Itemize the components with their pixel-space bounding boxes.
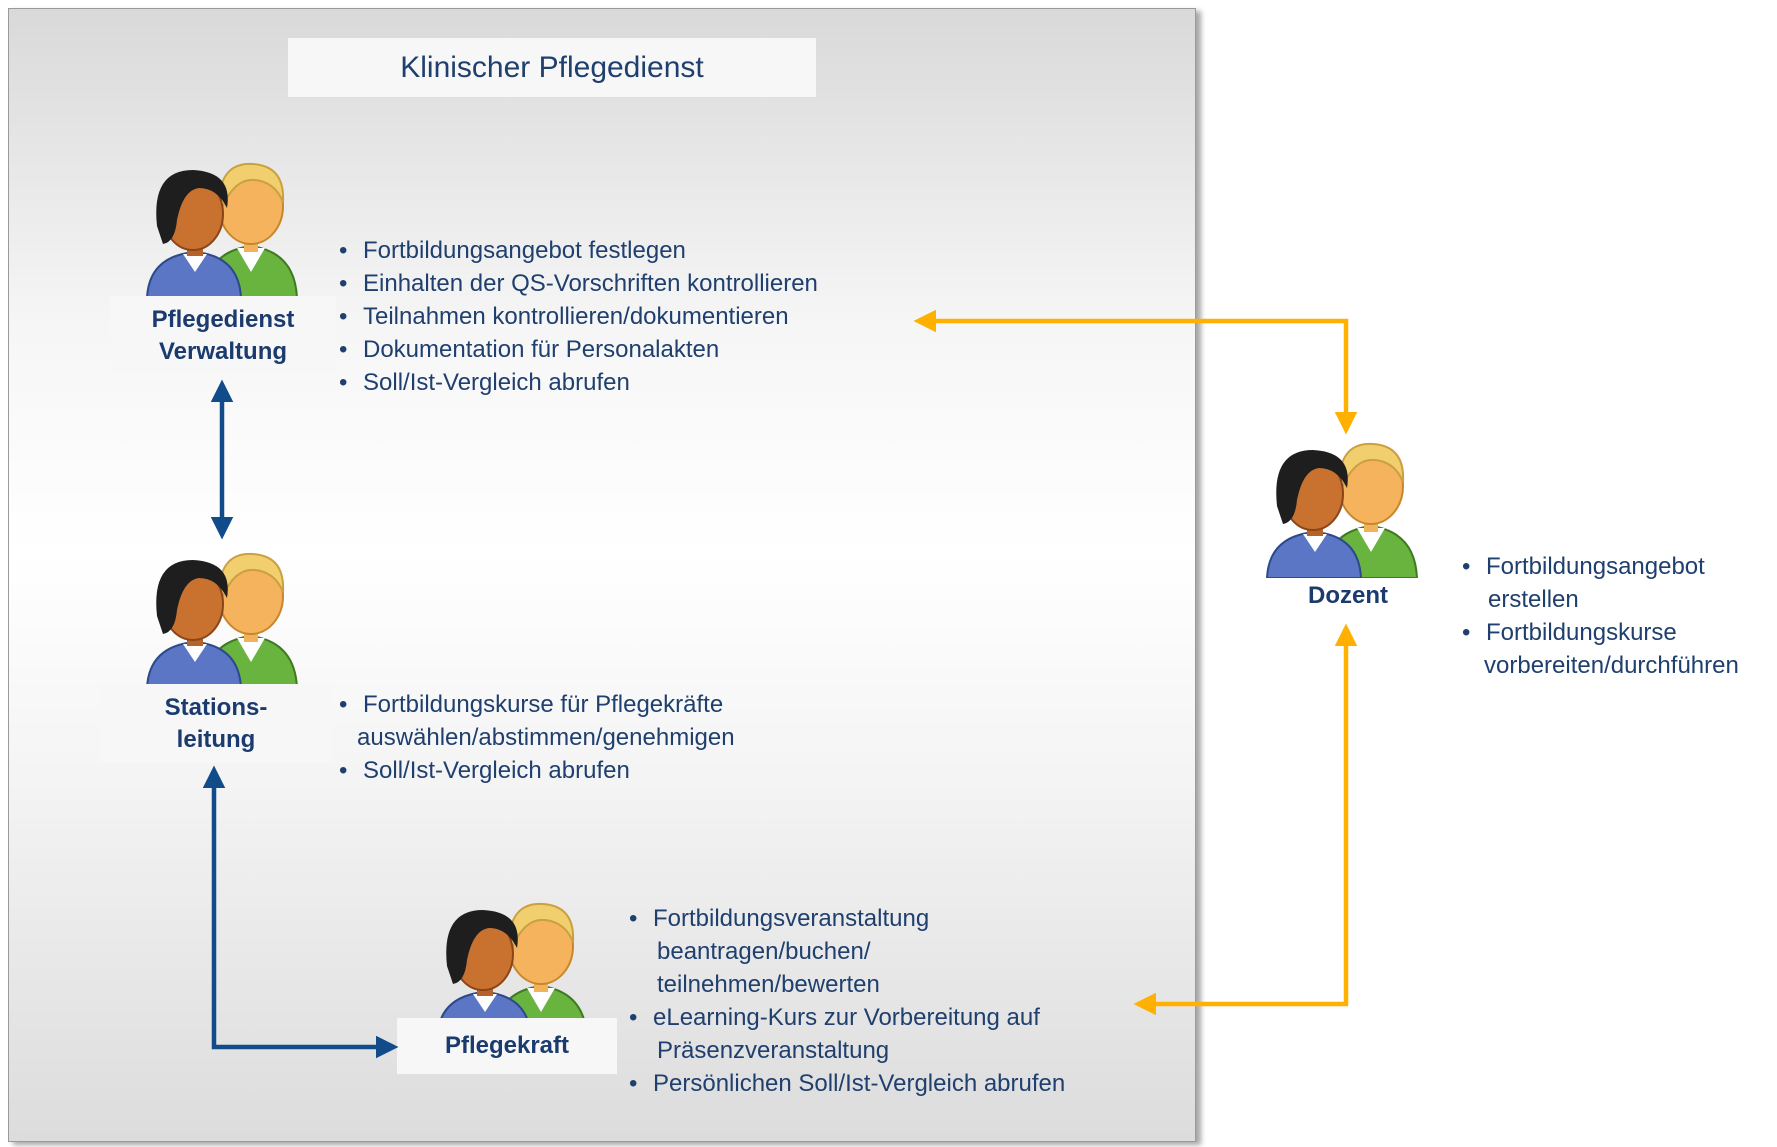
role-label-nurse: Pflegekraft [397,1018,617,1074]
task-list-nurse: Fortbildungsveranstaltung beantragen/buc… [629,902,1065,1100]
task-item: Fortbildungskurse für Pflegekräfte auswä… [339,688,735,754]
task-list-admin: Fortbildungsangebot festlegen Einhalten … [339,234,818,399]
task-item: Fortbildungsangebot erstellen [1462,550,1739,616]
task-item: Soll/Ist-Vergleich abrufen [339,366,818,399]
task-item: Soll/Ist-Vergleich abrufen [339,754,735,787]
task-item: Persönlichen Soll/Ist-Vergleich abrufen [629,1067,1065,1100]
task-item: Dokumentation für Personalakten [339,333,818,366]
task-item: Fortbildungskurse vorbereiten/durchführe… [1462,616,1739,682]
task-item: Teilnahmen kontrollieren/dokumentieren [339,300,818,333]
role-label-lecturer: Dozent [1308,582,1388,609]
task-item: Einhalten der QS-Vorschriften kontrollie… [339,267,818,300]
users-icon [433,888,603,1038]
task-item: Fortbildungsangebot festlegen [339,234,818,267]
panel-title: Klinischer Pflegedienst [288,38,816,97]
role-label-admin: Pflegedienst Verwaltung [110,296,336,374]
role-label-station: Stations- leitung [100,684,332,762]
task-item: Fortbildungsveranstaltung beantragen/buc… [629,902,1065,1001]
users-icon [143,538,313,688]
task-list-station: Fortbildungskurse für Pflegekräfte auswä… [339,688,735,787]
task-item: eLearning-Kurs zur Vorbereitung auf Präs… [629,1001,1065,1067]
users-icon [143,148,313,298]
users-icon [1263,428,1433,578]
task-list-lecturer: Fortbildungsangebot erstellen Fortbildun… [1462,550,1739,682]
